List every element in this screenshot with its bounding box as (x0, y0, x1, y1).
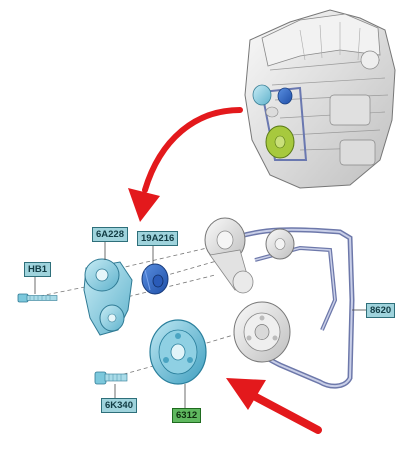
label-19a216: 19A216 (137, 231, 179, 246)
label-6k340: 6K340 (101, 398, 137, 413)
crankshaft-pulley-6312 (149, 319, 207, 385)
straight-arrow-icon (226, 378, 322, 434)
curved-arrow-icon (128, 107, 243, 222)
label-8620: 8620 (366, 303, 396, 318)
idler-pulley-19a216 (141, 263, 169, 295)
bolt-hb1 (17, 293, 58, 303)
label-6a228: 6A228 (92, 227, 128, 242)
engine-assembly (244, 9, 396, 189)
belt-tensioner-6a228 (83, 258, 133, 336)
reference-tensioner (204, 217, 254, 294)
label-6312: 6312 (172, 408, 202, 423)
bolt-6k340 (94, 371, 128, 385)
reference-idler (265, 228, 295, 260)
label-hb1: HB1 (24, 262, 52, 277)
reference-crank-pulley (233, 301, 291, 363)
leader-lines (34, 240, 366, 408)
engine-tensioner-highlight (252, 84, 272, 106)
engine-idler-highlight (277, 87, 293, 105)
